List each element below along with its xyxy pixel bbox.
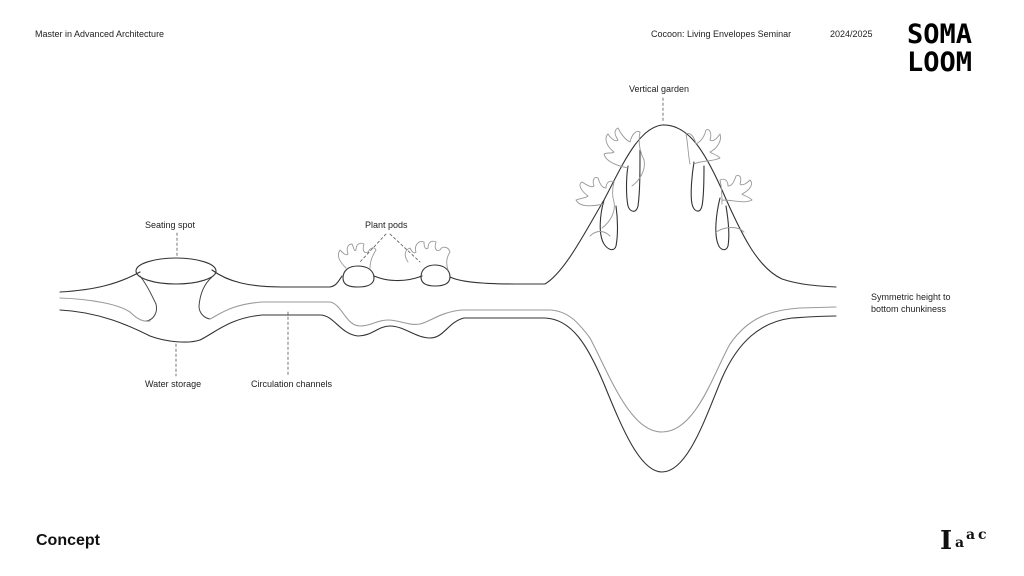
iaac-logo: I a a c: [940, 526, 1004, 556]
inner-surface-line: [59, 297, 837, 433]
leader-plant-pod-left: [359, 233, 387, 263]
bottom-surface-outline: [59, 309, 837, 473]
plant-foliage-vertical-garden: [575, 127, 753, 237]
course-title: Master in Advanced Architecture: [35, 29, 165, 39]
section-title: Concept: [36, 532, 100, 549]
plant-pod-left: [342, 265, 375, 288]
iaac-logo-a1: a: [955, 535, 965, 551]
plant-pods-label: Plant pods: [365, 220, 408, 230]
vertical-garden-lobe-right-lower: [715, 197, 730, 251]
logo-line-2: LOOM: [907, 47, 973, 78]
plant-foliage-pods: [337, 240, 451, 271]
circulation-channels-label: Circulation channels: [251, 379, 333, 389]
symmetric-note-line-1: Symmetric height to: [871, 292, 951, 302]
seating-spot-shape: [135, 257, 217, 285]
water-storage-label: Water storage: [145, 379, 201, 389]
plant-pod-right: [420, 264, 451, 287]
iaac-logo-c: c: [978, 527, 987, 543]
iaac-logo-i: I: [940, 526, 953, 556]
vertical-garden-lobe-left-lower: [599, 199, 619, 251]
vertical-garden-lobe-left-upper: [625, 149, 641, 212]
logo-line-1: SOMA: [907, 19, 973, 50]
seating-support-right: [198, 276, 213, 320]
seminar-title: Cocoon: Living Envelopes Seminar: [651, 29, 792, 39]
seating-spot-label: Seating spot: [145, 220, 196, 230]
vertical-garden-lobe-right-upper: [690, 161, 705, 212]
soma-loom-logo: SOMA LOOM: [907, 21, 999, 87]
leader-plant-pod-right: [389, 233, 421, 263]
top-surface-outline: [59, 124, 837, 293]
academic-year: 2024/2025: [830, 29, 873, 39]
vertical-garden-label: Vertical garden: [629, 84, 689, 94]
seating-support-left: [139, 275, 157, 322]
iaac-logo-a2: a: [966, 527, 976, 543]
symmetric-note-line-2: bottom chunkiness: [871, 304, 947, 314]
leader-lines: [175, 97, 664, 377]
